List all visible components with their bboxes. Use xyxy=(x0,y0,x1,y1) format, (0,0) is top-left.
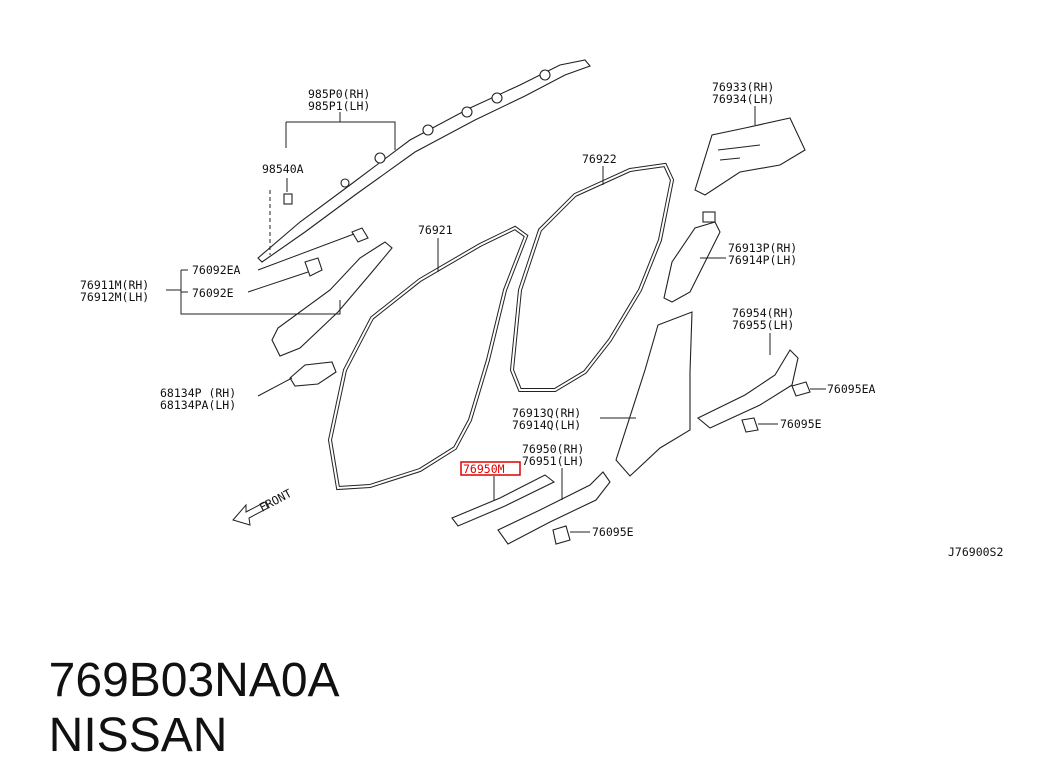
part-number: 769B03NA0A xyxy=(48,654,340,707)
parts-diagram: 985P0(RH) 985P1(LH) 98540A 76092EA 76092… xyxy=(80,59,1003,559)
label-76922: 76922 xyxy=(582,152,617,166)
label-76950: 76950(RH) xyxy=(522,442,584,456)
center-pillar-upper-garnish xyxy=(663,211,721,303)
label-76911m: 76911M(RH) xyxy=(80,278,149,292)
curtain-airbag xyxy=(257,59,591,263)
front-arrow-icon xyxy=(232,501,269,526)
label-76950m: 76950M xyxy=(463,462,505,476)
label-76913q: 76913Q(RH) xyxy=(512,406,581,420)
label-76954: 76954(RH) xyxy=(732,306,794,320)
label-76914p: 76914P(LH) xyxy=(728,253,797,267)
highlighted-part-76950m xyxy=(451,474,556,527)
front-kicking-plate xyxy=(497,471,611,545)
highlight-box xyxy=(460,461,521,476)
label-68134p: 68134P (RH) xyxy=(160,386,236,400)
label-76095e-upper: 76095E xyxy=(780,417,822,431)
clip-76095ea xyxy=(791,381,811,397)
diagram-code: J76900S2 xyxy=(948,545,1003,559)
label-76955: 76955(LH) xyxy=(732,318,794,332)
label-front: FRONT xyxy=(257,486,294,515)
label-76092ea: 76092EA xyxy=(192,263,241,277)
label-68134pa: 68134PA(LH) xyxy=(160,398,236,412)
label-76912m: 76912M(LH) xyxy=(80,290,149,304)
label-76951: 76951(LH) xyxy=(522,454,584,468)
label-76921: 76921 xyxy=(418,223,453,237)
label-98540a: 98540A xyxy=(262,162,304,176)
label-985p0: 985P0(RH) xyxy=(308,87,370,101)
front-weatherstrip xyxy=(327,225,529,491)
label-76933: 76933(RH) xyxy=(712,80,774,94)
clip-76095e-lower xyxy=(552,525,571,545)
clip-76095e-upper xyxy=(741,417,759,433)
center-pillar-lower-garnish xyxy=(615,311,693,477)
label-76095ea: 76095EA xyxy=(827,382,876,396)
footer-caption: 769B03NA0A NISSAN xyxy=(22,598,386,763)
label-76913p: 76913P(RH) xyxy=(728,241,797,255)
label-76914q: 76914Q(LH) xyxy=(512,418,581,432)
label-76092e: 76092E xyxy=(192,286,234,300)
a-pillar-garnish xyxy=(271,227,393,387)
brand-name: NISSAN xyxy=(48,709,228,762)
rear-pillar-upper-garnish xyxy=(694,117,806,196)
rear-kicking-plate xyxy=(696,349,799,429)
label-76934: 76934(LH) xyxy=(712,92,774,106)
label-76095e-lower: 76095E xyxy=(592,525,634,539)
rear-weatherstrip xyxy=(509,162,675,392)
label-985p1: 985P1(LH) xyxy=(308,99,370,113)
